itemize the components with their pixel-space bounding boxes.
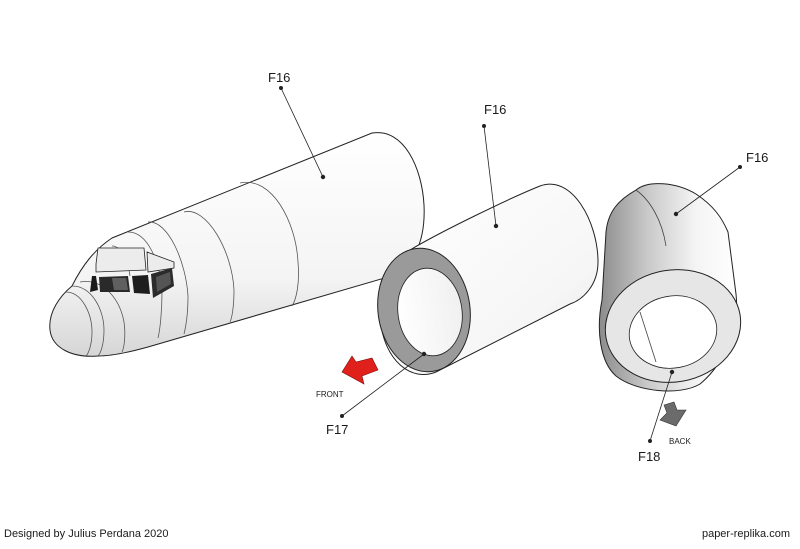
cockpit-windows (90, 247, 175, 298)
front-label: FRONT (316, 390, 344, 399)
rear-ring-label: F18 (638, 449, 660, 464)
middle-fuselage-section (377, 183, 599, 376)
designer-credit: Designed by Julius Perdana 2020 (4, 528, 169, 540)
rear-fuselage-section (598, 183, 742, 392)
site-credit: paper-replika.com (701, 528, 790, 540)
back-label: BACK (669, 437, 691, 446)
nose-fuselage-section (49, 132, 425, 357)
leader-lines (278, 86, 743, 443)
middle-part-label: F16 (484, 102, 506, 117)
rear-part-label: F16 (746, 150, 768, 165)
nose-part-label: F16 (268, 70, 290, 85)
back-arrow-icon (659, 401, 687, 427)
front-arrow-icon (341, 355, 379, 385)
front-ring-label: F17 (326, 422, 348, 437)
